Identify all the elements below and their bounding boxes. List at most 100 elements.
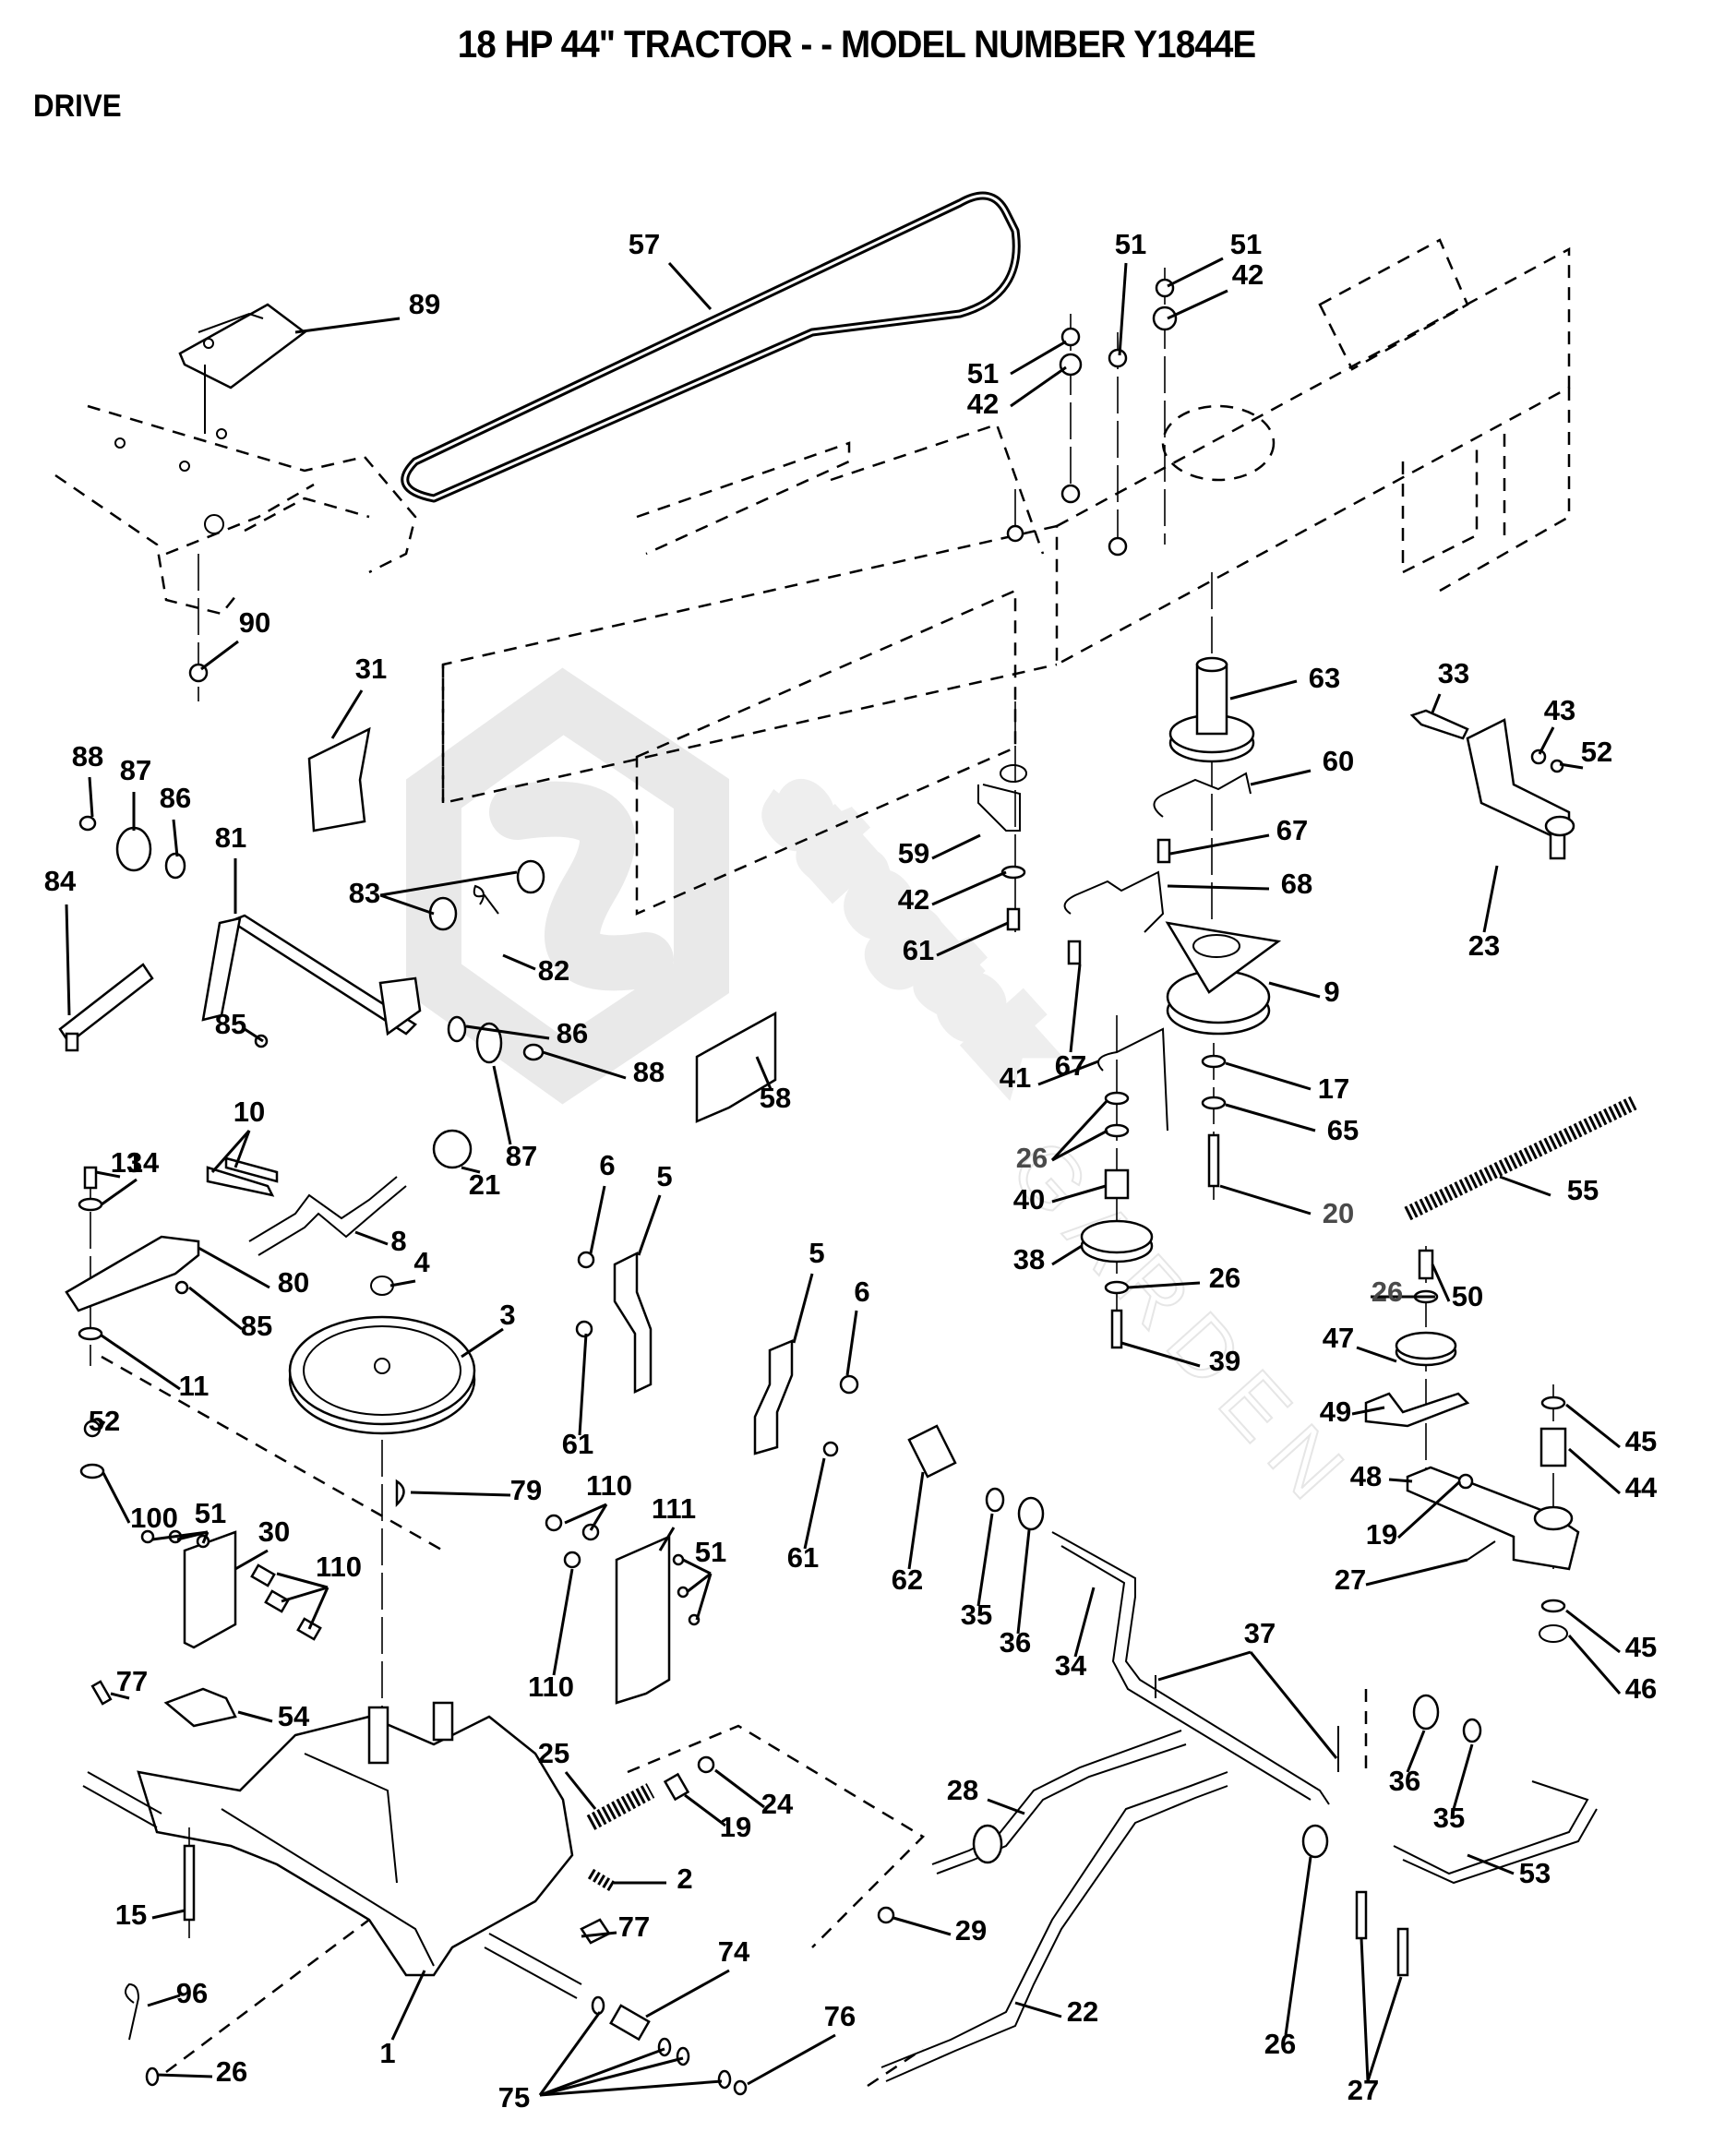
leader-line-86	[172, 819, 179, 857]
leader-line-6	[845, 1310, 858, 1376]
part-callout-46: 46	[1625, 1672, 1657, 1705]
leader-line-51	[1118, 262, 1128, 356]
part-callout-67: 67	[1055, 1049, 1086, 1082]
leader-line-5	[637, 1194, 662, 1256]
part-67-bolt	[1156, 838, 1171, 864]
leader-line-84	[65, 904, 71, 1016]
part-callout-26: 26	[1016, 1142, 1048, 1174]
part-callout-77: 77	[116, 1665, 148, 1697]
part-callout-14: 14	[127, 1146, 160, 1179]
part-callout-61: 61	[562, 1428, 593, 1460]
part-111-bracket	[545, 1514, 701, 1705]
part-callout-87: 87	[506, 1140, 537, 1172]
part-31-guide	[307, 726, 371, 832]
leader-line-15	[151, 1909, 186, 1920]
leader-line-31	[330, 689, 364, 739]
leader-line-75	[539, 2047, 665, 2097]
part-callout-17: 17	[1318, 1072, 1349, 1105]
watermark: stregtek GARDEN	[406, 667, 1373, 1529]
part-callout-60: 60	[1323, 745, 1354, 777]
leader-line-79	[410, 1491, 511, 1497]
leader-line-47	[1356, 1346, 1397, 1363]
part-callout-43: 43	[1544, 694, 1575, 726]
leader-line-26	[1051, 1129, 1108, 1162]
watermark-logo-mark	[489, 781, 674, 991]
leader-line-59	[931, 833, 981, 860]
part-callout-4: 4	[413, 1246, 430, 1278]
part-callout-15: 15	[115, 1898, 147, 1931]
part-callout-89: 89	[409, 288, 440, 320]
leader-line-1	[390, 1970, 426, 2041]
part-callout-44: 44	[1625, 1471, 1658, 1503]
part-callout-1: 1	[379, 2037, 395, 2069]
leader-line-24	[714, 1768, 765, 1809]
frame-outline	[54, 238, 1571, 916]
leader-line-80	[198, 1246, 270, 1289]
part-callout-59: 59	[898, 837, 929, 869]
leader-line-42	[1167, 289, 1228, 320]
part-callout-53: 53	[1519, 1857, 1551, 1889]
leader-line-111	[658, 1527, 676, 1551]
leader-line-49	[1351, 1406, 1385, 1416]
leader-line-43	[1538, 726, 1555, 755]
leader-line-48	[1388, 1478, 1413, 1483]
leader-line-88	[88, 776, 94, 818]
part-callout-68: 68	[1281, 868, 1312, 900]
leader-line-83	[379, 870, 518, 897]
watermark-logo-icon	[406, 667, 729, 1105]
part-48-arm	[1406, 1384, 1580, 1643]
leader-line-13	[95, 1170, 121, 1179]
part-callout-8: 8	[390, 1225, 406, 1257]
part-callout-54: 54	[278, 1700, 310, 1732]
part-58-guide	[695, 1011, 777, 1123]
part-90-nut	[188, 554, 209, 701]
leader-line-22	[1014, 2001, 1062, 2018]
leader-line-51	[682, 1558, 712, 1575]
part-callout-79: 79	[510, 1474, 542, 1506]
leader-line-45	[1565, 1403, 1621, 1449]
leader-line-19	[684, 1793, 726, 1827]
leader-line-61	[803, 1457, 826, 1550]
part-callout-86: 86	[160, 782, 191, 814]
leader-line-34	[1073, 1587, 1096, 1658]
leader-line-36	[1016, 1529, 1031, 1635]
leader-line-76	[747, 2033, 836, 2086]
part-callout-34: 34	[1055, 1649, 1087, 1682]
part-callout-11: 11	[179, 1370, 210, 1402]
part-callout-26: 26	[1372, 1276, 1403, 1308]
part-callout-110: 110	[316, 1551, 362, 1583]
leader-line-45	[1565, 1609, 1621, 1654]
part-callout-57: 57	[629, 228, 660, 260]
leader-line-75	[539, 2056, 684, 2097]
leader-line-20	[1219, 1184, 1312, 1216]
part-5-brackets	[575, 1251, 859, 1457]
leader-line-96	[147, 1994, 181, 2007]
part-callout-62: 62	[892, 1563, 923, 1596]
leader-line-61	[578, 1333, 588, 1436]
part-callout-86: 86	[557, 1017, 588, 1049]
part-callout-19: 19	[720, 1811, 751, 1843]
leader-line-75	[538, 2011, 602, 2096]
leader-line-53	[1467, 1853, 1515, 1875]
leader-line-110	[307, 1587, 329, 1630]
part-callout-36: 36	[1000, 1626, 1031, 1659]
leader-line-50	[1431, 1264, 1451, 1302]
leader-line-51	[686, 1572, 712, 1594]
leader-line-27	[1360, 1937, 1370, 2082]
part-callout-76: 76	[824, 2000, 856, 2032]
part-callout-40: 40	[1013, 1183, 1045, 1216]
leader-line-35	[1452, 1743, 1474, 1810]
part-callout-6: 6	[854, 1276, 869, 1308]
leader-line-27	[1366, 1976, 1403, 2082]
leader-line-110	[589, 1503, 608, 1531]
part-59-stack	[977, 701, 1027, 932]
part-callout-31: 31	[355, 653, 387, 685]
part-callout-55: 55	[1567, 1174, 1599, 1206]
part-3-pulley	[288, 1276, 476, 1772]
part-callout-74: 74	[718, 1935, 750, 1968]
leader-line-5	[792, 1273, 814, 1344]
part-callout-3: 3	[499, 1299, 515, 1331]
leader-line-83	[379, 893, 435, 916]
